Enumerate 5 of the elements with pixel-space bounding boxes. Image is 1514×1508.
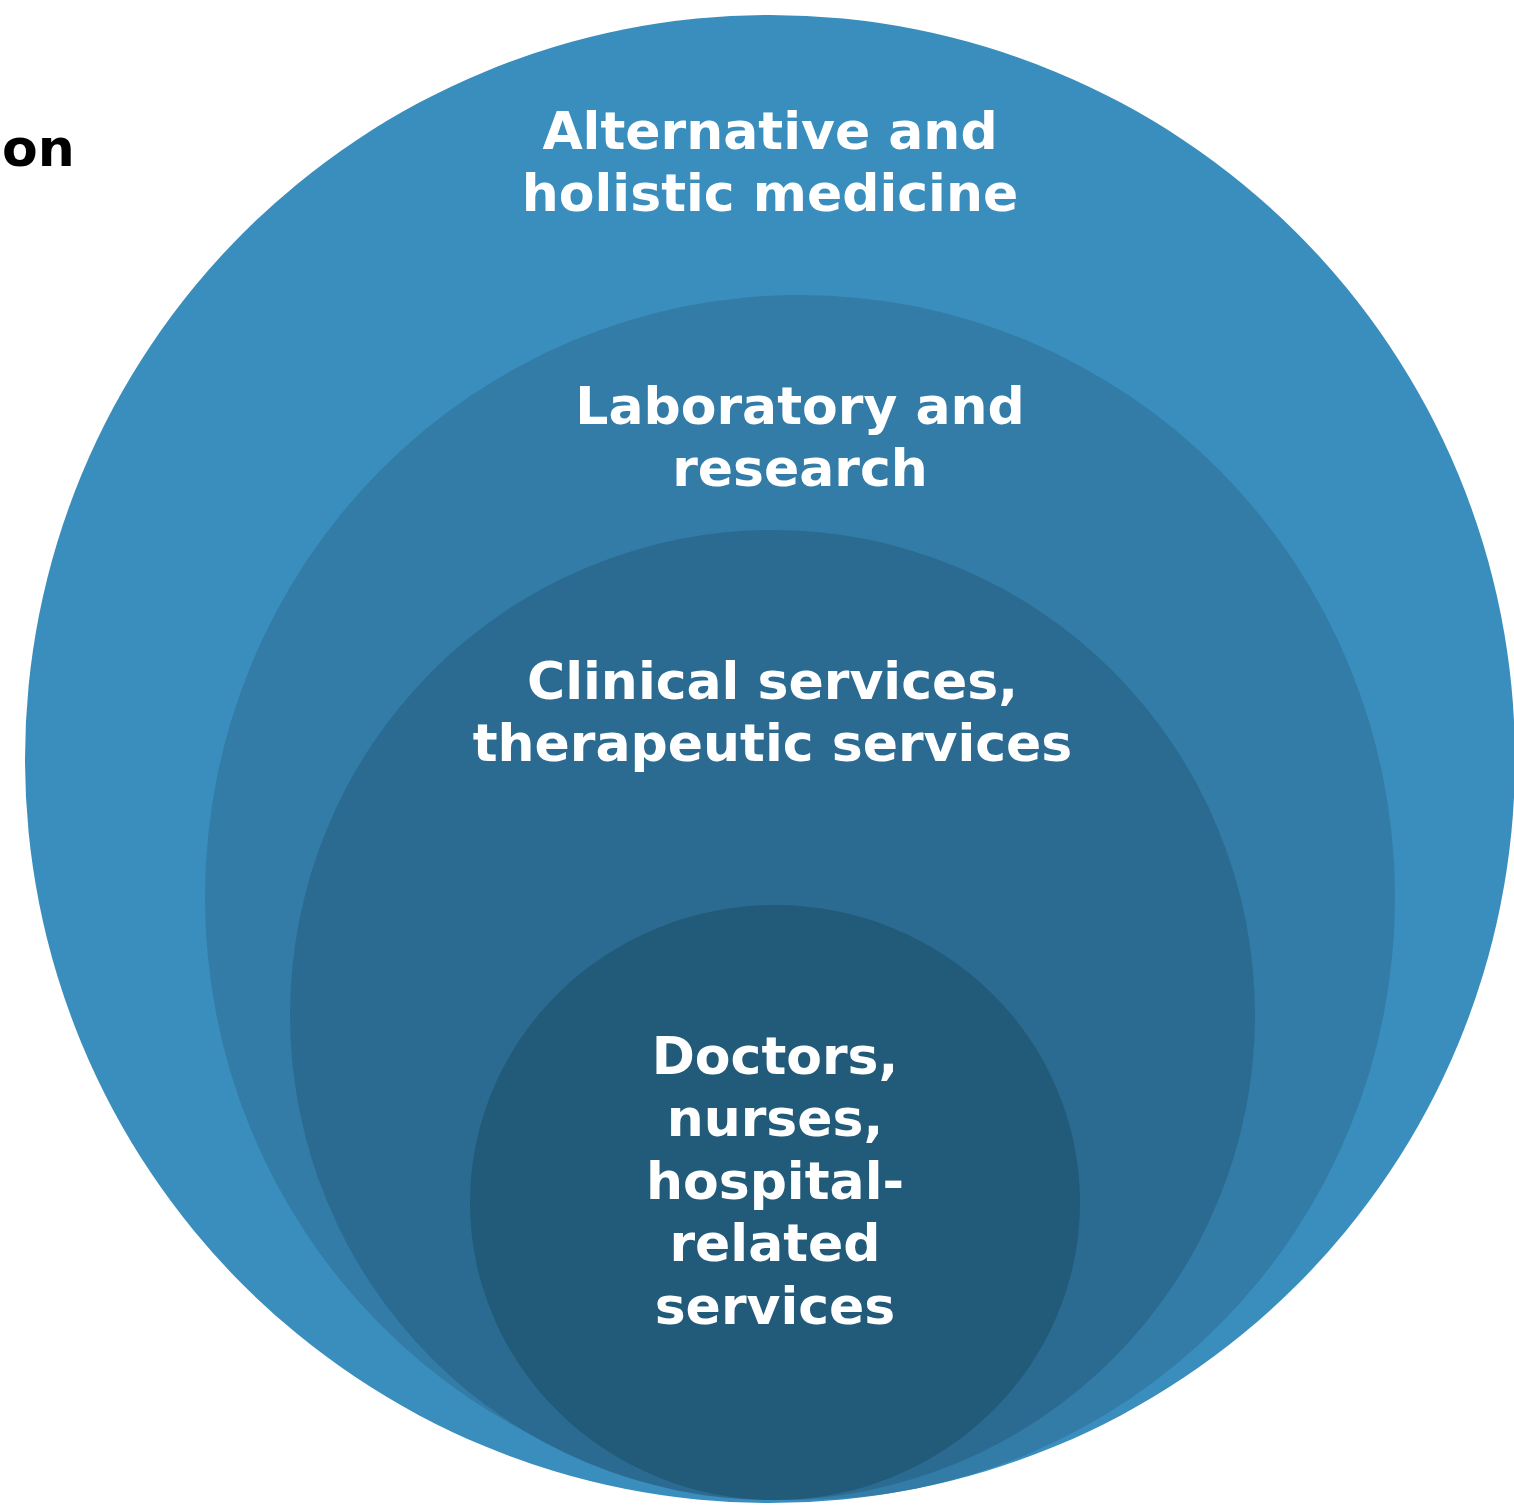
ring-label: Doctors, nurses, hospital-related services [644, 1025, 906, 1337]
ring-label: Clinical services, therapeutic services [471, 650, 1074, 775]
ring-label: Alternative and holistic medicine [520, 100, 1020, 225]
text-fragment: on [2, 118, 75, 178]
ring-label: Laboratory and research [574, 375, 1026, 500]
